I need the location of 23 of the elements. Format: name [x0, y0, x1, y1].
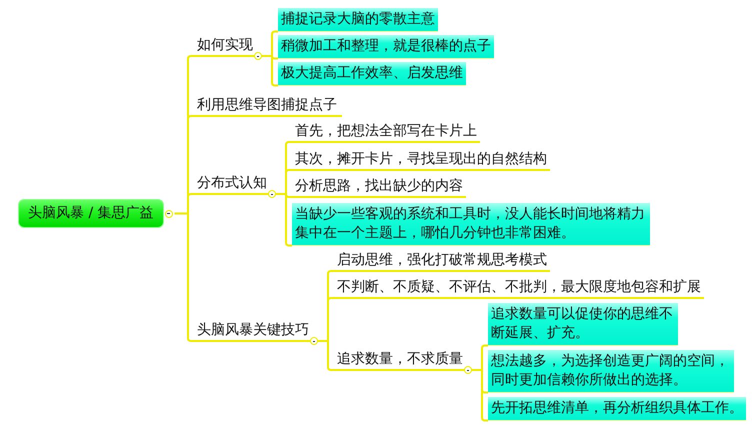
highlighted-subtopic-box: 先开拓思维清单，再分析组织具体工作。 — [488, 397, 746, 421]
topic-label: 分布式认知 — [197, 175, 267, 191]
topic-label: 分析思路，找出缺少的内容 — [292, 177, 466, 201]
topic-label: 头脑风暴 / 集思广益 — [28, 205, 154, 221]
topic-label: 如何实现 — [197, 37, 253, 53]
topic-label: 不判断、不质疑、不评估、不批判，最大限度地包容和扩展 — [334, 278, 704, 302]
central-topic-box — [18, 199, 175, 228]
highlighted-subtopic-box: 当缺少一些客观的系统和工具时，没人能长时间地将精力集中在一个主题上，哪怕几分钟也非常困难。 — [292, 203, 650, 246]
topic-label: 头脑风暴关键技巧 — [197, 322, 309, 338]
topic-label: 利用思维导图捕捉点子 — [194, 96, 342, 120]
highlighted-subtopic-box: 想法越多，为选择创造更广阔的空间，同时更加信赖你所做出的选择。 — [488, 350, 734, 393]
highlighted-subtopic-box: 稍微加工和整理，就是很棒的点子 — [278, 35, 494, 59]
connector-line — [278, 193, 292, 246]
topic-label: 追求数量，不求质量 — [337, 351, 463, 367]
connector-line — [320, 340, 334, 371]
highlighted-subtopic-box: 捕捉记录大脑的零散主意 — [278, 8, 438, 32]
highlighted-subtopic-box: 追求数量可以促使你的思维不断延展、扩充。 — [488, 303, 678, 346]
topic-label: 首先，把想法全部写在卡片上 — [292, 122, 480, 146]
connector-line — [264, 55, 278, 86]
connector-line — [474, 369, 488, 422]
highlighted-subtopic-box: 极大提高工作效率、启发思维 — [278, 62, 466, 86]
topic-label: 其次，摊开卡片，寻找呈现出的自然结构 — [292, 150, 550, 174]
topic-label: 启动思维，强化打破常规思考模式 — [334, 251, 550, 275]
